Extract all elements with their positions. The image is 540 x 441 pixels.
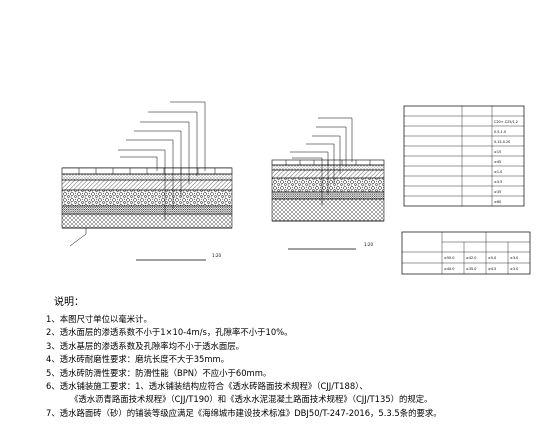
right-section-scale: 1:20 xyxy=(364,242,373,247)
table-2-cell: ≥4.5 xyxy=(488,267,496,271)
table-1-cell: ≥1.0 xyxy=(494,170,502,174)
table-1-cell: C20+-C25/1.2 xyxy=(494,120,518,124)
section-left: 1:20 xyxy=(61,101,233,261)
table-2-cell: ≥3.0 xyxy=(510,267,518,271)
table-2-cell: ≥35.0 xyxy=(466,267,476,271)
table-2-cell: ≥5.0 xyxy=(488,256,496,260)
table-2-cell: ≥40.0 xyxy=(444,267,454,271)
note-item: 2、透水面层的渗透系数不小于1×10-4m/s，孔隙率不小于10%。 xyxy=(46,327,293,338)
table-1-cell: ≥45 xyxy=(494,160,501,164)
table-2-cell: ≥3.0 xyxy=(510,256,518,260)
note-item: 1、本图尺寸单位以毫米计。 xyxy=(46,314,152,324)
note-item: 7、透水路面砖（砂）的铺装等级应满足《海绵城市建设技术标准》DBJ50/T-24… xyxy=(46,407,442,418)
table-1-cell: 0.15-0.20 xyxy=(494,140,510,144)
table-2-cell: ≥50.0 xyxy=(444,256,454,260)
section-right: 1:20 xyxy=(271,117,385,250)
notes-heading: 说明： xyxy=(54,297,84,308)
construction-drawing: 1:20 xyxy=(61,101,531,275)
notes: 说明： 1、本图尺寸单位以毫米计。 2、透水面层的渗透系数不小于1×10-4m/… xyxy=(46,296,536,420)
note-item: 4、透水砖耐磨性要求：磨坑长度不大于35mm。 xyxy=(46,354,230,365)
note-item: 6、透水铺装施工要求：1、透水铺装结构应符合《透水砖路面技术规程》（CJJ/T1… xyxy=(46,381,368,392)
table-1-cell: ≥60 xyxy=(494,200,501,204)
table-1-cell: 0.5-1.0 xyxy=(494,130,506,134)
spec-table-2: ≥50.0 ≥42.0 ≥5.0 ≥3.0 ≥40.0 ≥35.0 ≥4.5 ≥… xyxy=(401,231,531,275)
table-1-cell: ≥3.5 xyxy=(494,180,502,184)
note-item: 《透水沥青路面技术规程》（CJJ/T190）和《透水水泥混凝土路面技术规程》（C… xyxy=(70,394,433,405)
note-item: 5、透水砖防滑性要求：防滑性能（BPN）不应小于60mm。 xyxy=(46,367,272,378)
left-section-scale: 1:20 xyxy=(212,253,221,258)
table-1-cell: ≥35 xyxy=(494,190,501,194)
spec-table-1: C20+-C25/1.2 0.5-1.0 0.15-0.20 ≥15 ≥45 ≥… xyxy=(403,105,525,207)
table-1-cell: ≥15 xyxy=(494,150,501,154)
table-2-cell: ≥42.0 xyxy=(466,256,476,260)
note-item: 3、透水基层的渗透系数及孔隙率均不小于透水面层。 xyxy=(46,340,244,351)
